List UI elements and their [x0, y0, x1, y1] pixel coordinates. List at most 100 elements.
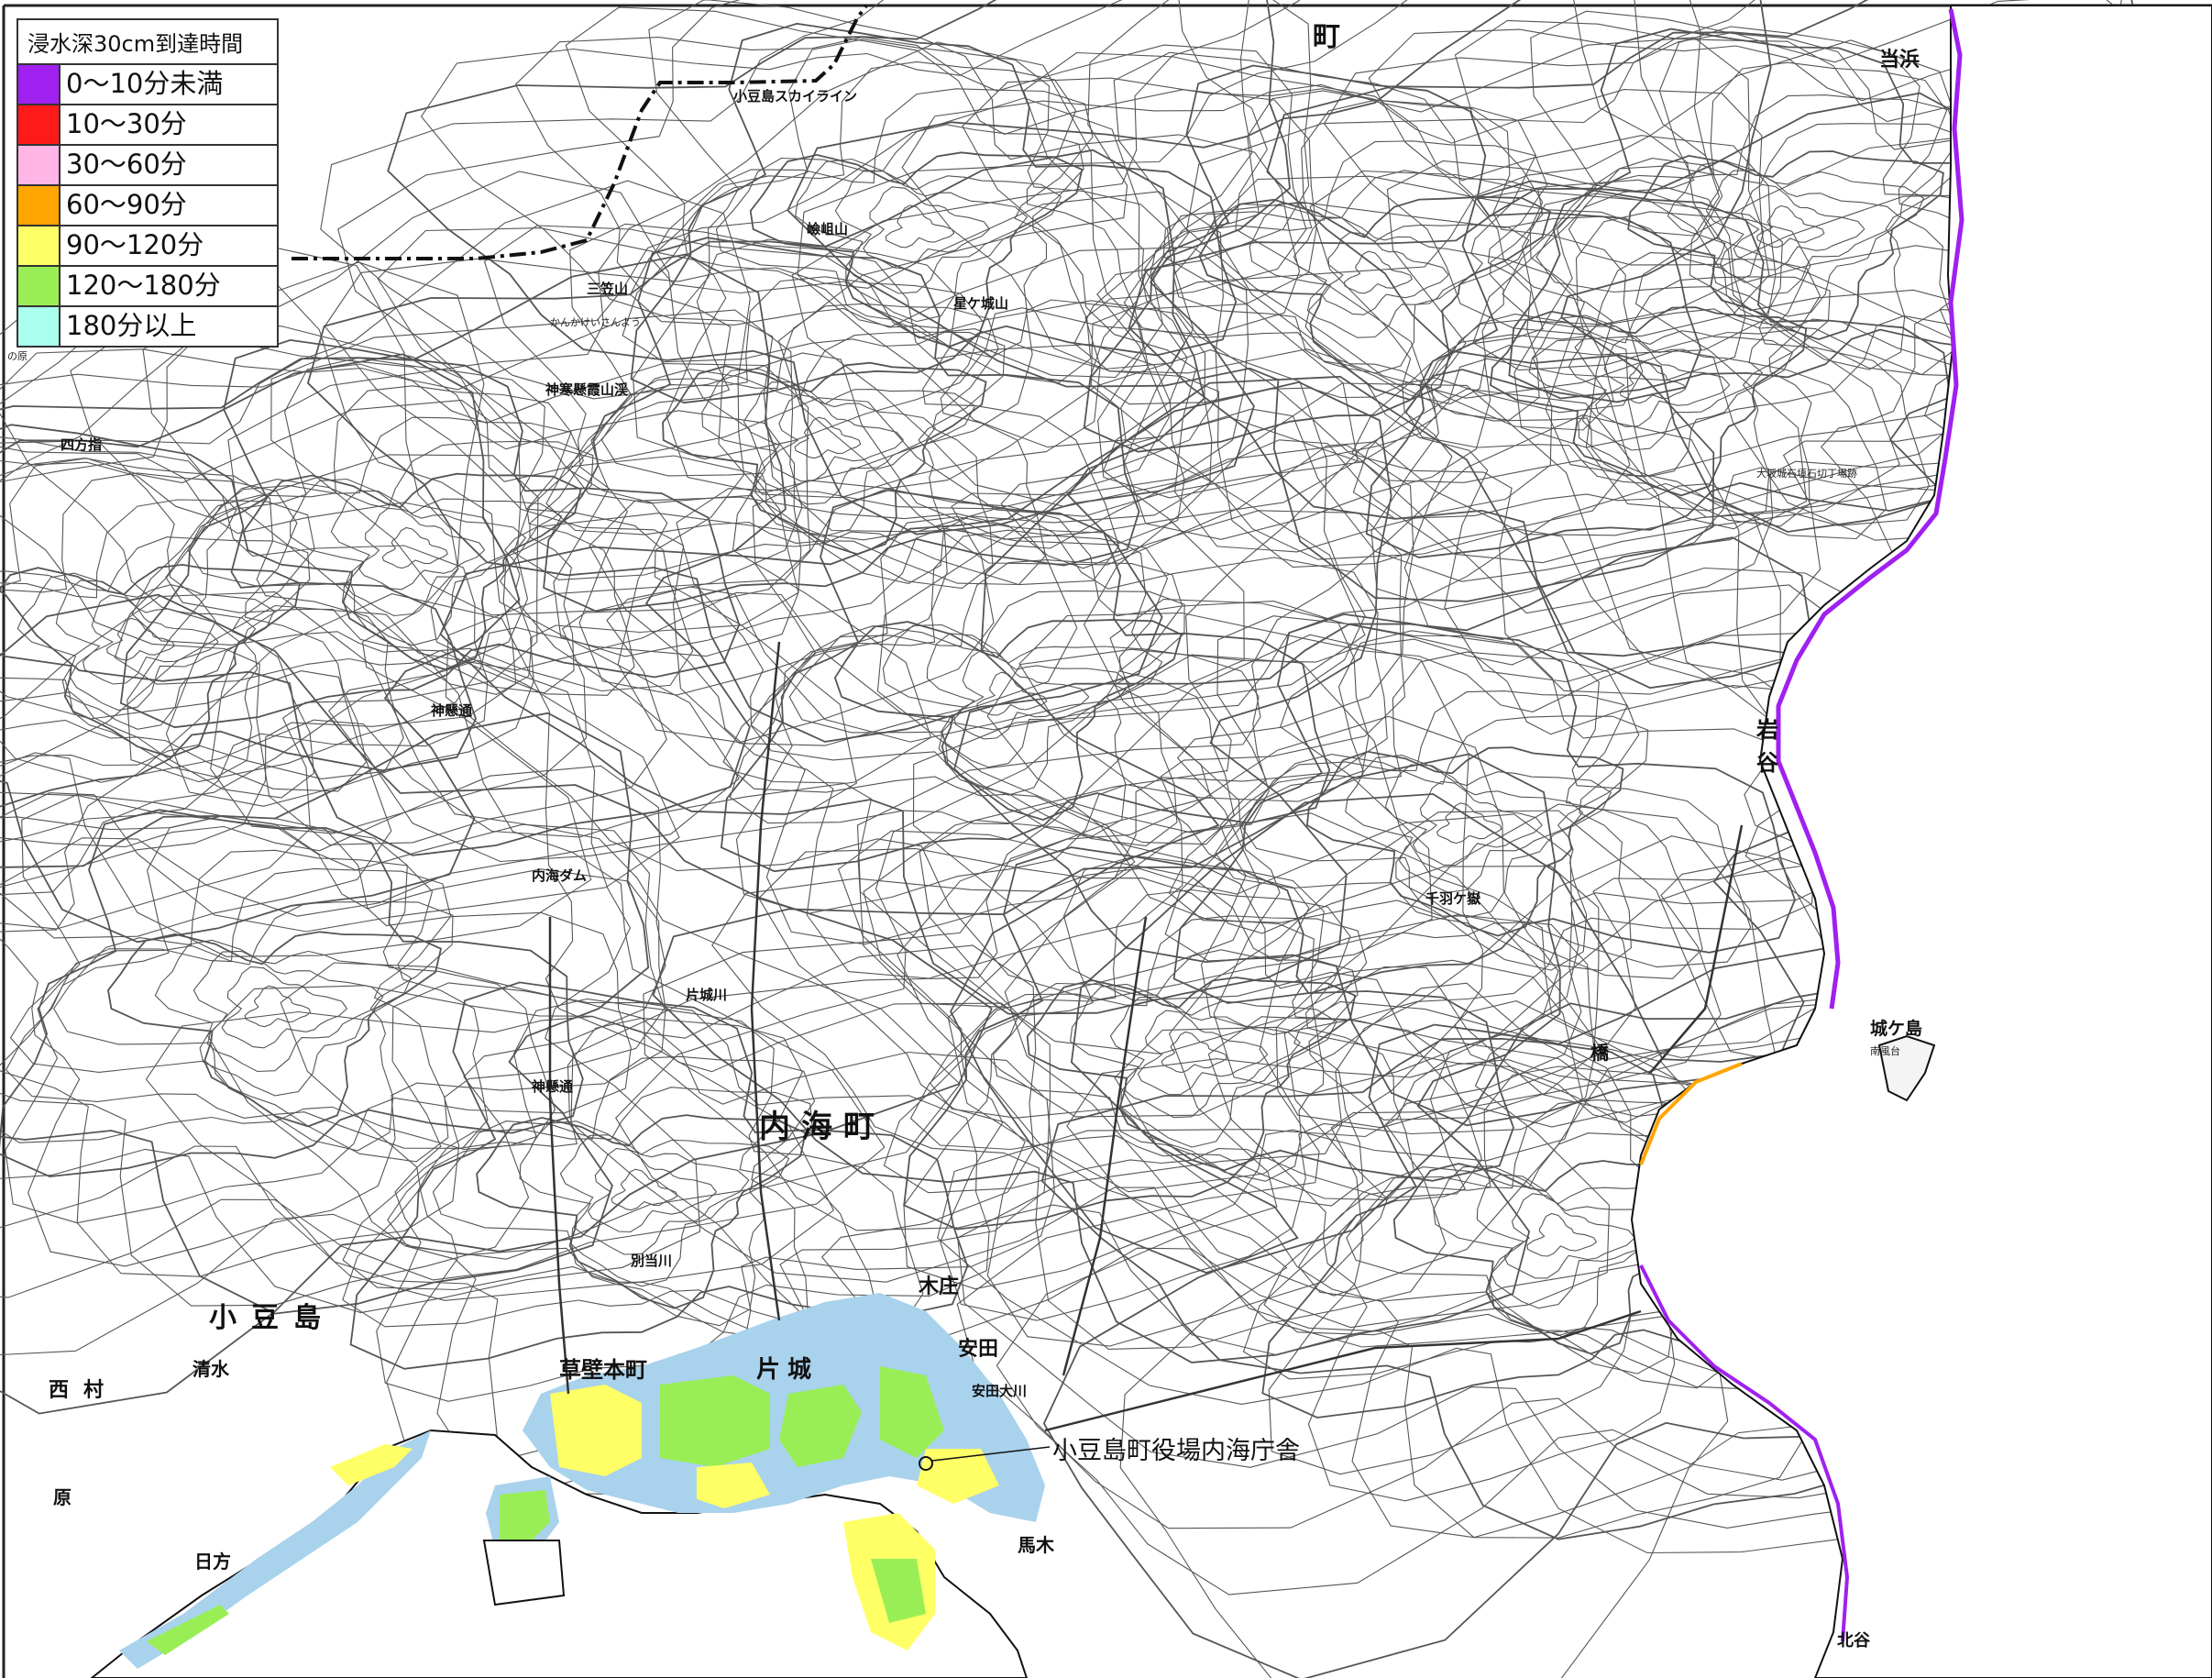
- contour-line: [863, 186, 990, 270]
- contour-line: [330, 490, 527, 617]
- legend-item: 120〜180分: [18, 265, 277, 305]
- legend-swatch: [18, 146, 61, 184]
- contour-line: [53, 900, 454, 1152]
- contour-line: [1667, 160, 1925, 317]
- place-kisho: 木庄: [918, 1275, 959, 1298]
- contour-line: [0, 244, 740, 917]
- legend-item: 60〜90分: [18, 184, 277, 225]
- contour-line: [432, 1087, 814, 1327]
- legend-title: 浸水深30cm到達時間: [28, 31, 244, 57]
- place-shiho: 四方指: [61, 436, 102, 453]
- contour-line: [0, 765, 666, 1307]
- contour-line: [930, 915, 1368, 1207]
- contour-line: [791, 0, 1900, 564]
- contour-line: [1109, 598, 1875, 1095]
- contour-line: [996, 810, 2212, 1595]
- legend-label: 30〜60分: [66, 149, 187, 180]
- contour-line: [1733, 183, 1865, 270]
- contour-line: [1321, 231, 1449, 315]
- contour-line: [0, 815, 666, 1277]
- contour-line: [320, 0, 1359, 540]
- contour-line: [1022, 51, 1777, 540]
- contour-line: [381, 526, 448, 569]
- contour-line: [1513, 10, 2151, 448]
- map-symbols: [919, 1446, 1051, 1471]
- contour-line: [476, 1114, 807, 1309]
- contour-line: [349, 981, 969, 1370]
- contour-line: [1433, 1165, 1712, 1337]
- contour-line: [701, 368, 976, 537]
- contour-line: [0, 309, 803, 845]
- legend-swatch: [18, 65, 61, 104]
- contour-line: [0, 809, 584, 1178]
- contour-line: [909, 889, 1415, 1201]
- place-kitadani: 北谷: [1837, 1631, 1871, 1650]
- contour-line: [1161, 1031, 1227, 1074]
- contour-line: [0, 458, 404, 779]
- contour-line: [119, 338, 741, 729]
- contour-line: [324, 191, 1224, 746]
- legend-label: 120〜180分: [66, 270, 221, 301]
- contour-line: [244, 985, 312, 1028]
- contour-line: [1343, 250, 1413, 294]
- contour-line: [107, 931, 443, 1128]
- contour-line: [483, 225, 1213, 696]
- contour-line: [611, 1168, 678, 1211]
- contour-line: [787, 0, 1772, 602]
- contour-line: [1528, 315, 1794, 477]
- place-hikata: 日方: [194, 1551, 231, 1573]
- contour-line: [270, 97, 1245, 743]
- contour-line: [0, 241, 680, 933]
- contour-line: [1454, 19, 2167, 478]
- contour-line: [1508, 28, 2099, 400]
- town-office-marker: [919, 1456, 933, 1471]
- place-kusakabe: 草壁本町: [559, 1357, 647, 1383]
- contour-line: [1526, 1212, 1598, 1257]
- contour-line: [127, 317, 799, 783]
- contour-line: [795, 158, 1062, 323]
- contour-line: [337, 0, 1437, 517]
- contour-line: [600, 331, 1006, 584]
- contour-line: [1200, 615, 1815, 1035]
- contour-line: [553, 223, 1185, 657]
- contour-line: [221, 966, 347, 1049]
- contour-line: [1756, 204, 1825, 248]
- place-katajo-river: 片城川: [686, 987, 727, 1003]
- contour-line: [834, 171, 1029, 294]
- contour-line: [519, 1121, 790, 1287]
- contour-line: [0, 591, 962, 1356]
- place-uchinomi: 内海町: [759, 1109, 886, 1145]
- contour-line: [1070, 983, 1337, 1148]
- place-jogashima: 城ケ島: [1870, 1018, 1922, 1039]
- contour-line: [0, 399, 529, 939]
- place-tachibana: 橋: [1590, 1042, 1610, 1064]
- contour-line: [758, 847, 1600, 1347]
- contour-line: [376, 982, 990, 1402]
- legend-label: 180分以上: [66, 310, 197, 341]
- contour-line: [1209, 175, 2065, 683]
- place-umaki: 馬木: [1018, 1534, 1055, 1556]
- place-nishimura: 西村: [49, 1379, 118, 1402]
- contour-line: [242, 472, 582, 671]
- contour-line: [0, 171, 932, 838]
- contour-line: [106, 617, 175, 661]
- contour-line: [1018, 612, 1891, 1129]
- contour-line: [1472, 26, 2085, 375]
- jogashima-island: [1877, 1034, 1936, 1102]
- contour-line: [1083, 64, 1702, 453]
- contour-line: [0, 261, 592, 957]
- contour-line: [750, 559, 1183, 847]
- contour-line: [1293, 217, 1483, 338]
- legend-swatch: [18, 105, 61, 144]
- contour-line: [565, 6, 1317, 494]
- place-shodoshima: 小豆島: [209, 1302, 336, 1334]
- contour-line: [743, 381, 937, 505]
- legend-item: 180分以上: [18, 305, 277, 346]
- contour-line: [1345, 754, 1612, 919]
- contour-line: [1042, 793, 2212, 1678]
- contour-line: [0, 712, 650, 1315]
- contour-line: [280, 962, 1055, 1466]
- place-hoshigajo: 星ケ城山: [953, 295, 1008, 312]
- contour-line: [885, 204, 955, 248]
- contour-line: [0, 815, 556, 1151]
